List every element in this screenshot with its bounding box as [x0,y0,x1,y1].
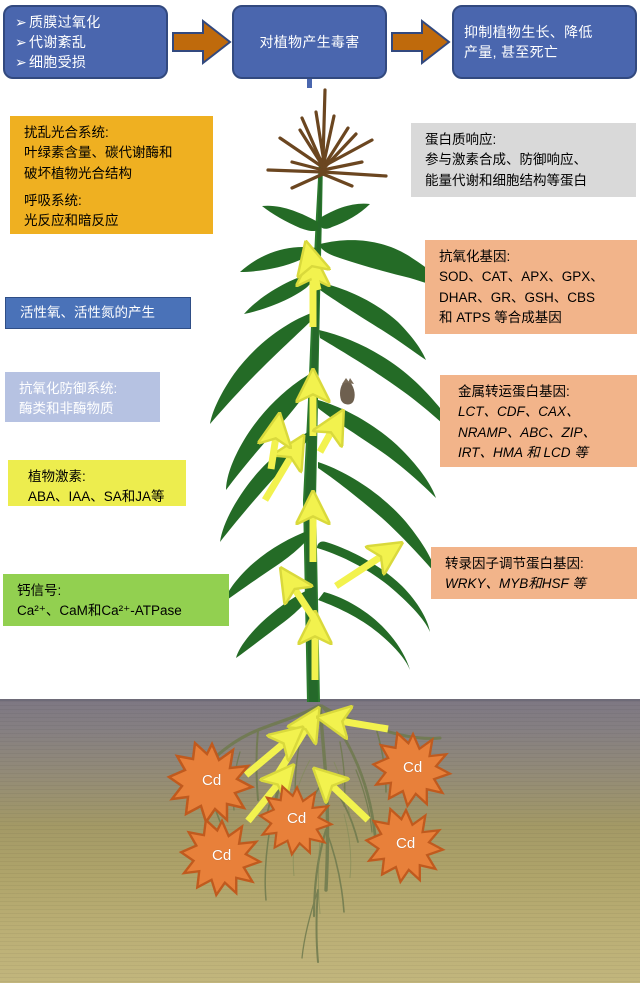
panel-plant-hormones-line-1: ABA、IAA、SA和JA等 [28,489,165,505]
panel-transcription-factor-genes-line-0: WRKY、MYB和HSF 等 [445,576,586,592]
arrow-leaf-mid-right [334,552,388,589]
panel-photosynthesis: 扰乱光合系统: 叶绿素含量、碳代谢酶和 破坏植物光合结构 呼吸系统: 光反应和暗… [10,116,213,234]
panel-protein-response: 蛋白质响应: 参与激素合成、防御响应、 能量代谢和细胞结构等蛋白 [411,123,636,197]
flow-box-toxicity: 对植物产生毒害 [232,5,387,79]
panel-photosynthesis-line-0: 扰乱光合系统: [24,125,109,140]
chevron-arrow-1-icon [172,18,232,66]
flow-box-growth-inhibition-line-1: 产量, 甚至死亡 [464,44,559,60]
arrow-leaf-upper-left [310,258,318,291]
arrow-leaf-left-2 [271,430,277,470]
soil-region [0,701,640,983]
panel-antioxidant-genes-line-1: SOD、CAT、APX、GPX、 [439,269,604,285]
panel-transcription-factor-genes-heading: 转录因子调节蛋白基因: [445,556,584,571]
panel-metal-transporter-genes-line-2: IRT、HMA 和 LCD 等 [458,444,588,460]
flow-box-growth-inhibition: 抑制植物生长、降低 产量, 甚至死亡 [452,5,637,79]
flow-box-damage-item-2: ➢细胞受损 [15,52,156,72]
panel-plant-hormones: 植物激素: ABA、IAA、SA和JA等 [8,460,186,506]
flow-connector-tick [307,79,312,88]
panel-antioxidant-defense: 抗氧化防御系统: 酶类和非酶物质 [5,372,160,422]
panel-metal-transporter-genes-line-0: LCT、CDF、CAX、 [458,404,580,420]
panel-metal-transporter-genes: 金属转运蛋白基因: LCT、CDF、CAX、 NRAMP、ABC、ZIP、 IR… [440,375,637,467]
plant-leaves-low [224,530,430,670]
panel-protein-response-line-1: 参与激素合成、防御响应、 [425,152,587,168]
panel-antioxidant-defense-line-1: 酶类和非酶物质 [19,401,114,417]
flow-box-toxicity-label: 对植物产生毒害 [259,33,360,50]
panel-protein-response-line-0: 蛋白质响应: [425,132,497,147]
tassel [266,88,388,190]
plant-leaves-mid [210,312,462,574]
flow-box-growth-inhibition-line-0: 抑制植物生长、降低 [464,23,593,40]
panel-ros-production: 活性氧、活性氮的产生 [5,297,191,329]
panel-transcription-factor-genes: 转录因子调节蛋白基因: WRKY、MYB和HSF 等 [431,547,637,599]
panel-photosynthesis-line-2: 破坏植物光合结构 [24,165,132,181]
arrow-leaf-right-upper [320,425,335,454]
plant-stem [303,160,323,702]
panel-metal-transporter-genes-heading: 金属转运蛋白基因: [458,384,570,399]
panel-photosynthesis-line-1: 叶绿素含量、碳代谢酶和 [24,145,173,161]
arrow-leaf-lower-left [290,582,318,622]
flow-box-damage-item-1: ➢代谢紊乱 [15,32,156,52]
flow-box-damage: ➢质膜过氧化 ➢代谢紊乱 ➢细胞受损 [3,5,168,79]
panel-respiration-line-0: 呼吸系统: [24,192,82,208]
panel-antioxidant-genes-line-3: 和 ATPS 等合成基因 [439,309,562,325]
panel-antioxidant-genes-line-0: 抗氧化基因: [439,249,511,264]
arrow-leaf-mid-left [261,450,295,502]
panel-protein-response-line-2: 能量代谢和细胞结构等蛋白 [425,172,587,188]
panel-plant-hormones-line-0: 植物激素: [28,469,86,484]
panel-metal-transporter-genes-line-1: NRAMP、ABC、ZIP、 [458,424,597,440]
panel-calcium-signal-line-0: 钙信号: [17,583,62,598]
bullet-icon: ➢ [15,13,28,30]
panel-calcium-signal-line-1: Ca²⁺、CaM和Ca²⁺-ATPase [17,603,182,619]
panel-respiration-line-1: 光反应和暗反应 [24,213,119,228]
plant-leaves-upper [240,203,452,360]
chevron-arrow-2-icon [391,18,451,66]
panel-antioxidant-genes: 抗氧化基因: SOD、CAT、APX、GPX、 DHAR、GR、GSH、CBS … [425,240,637,334]
bullet-icon: ➢ [15,54,28,71]
panel-calcium-signal: 钙信号: Ca²⁺、CaM和Ca²⁺-ATPase [3,574,229,626]
flow-box-damage-item-0: ➢质膜过氧化 [15,12,156,32]
panel-antioxidant-genes-line-2: DHAR、GR、GSH、CBS [439,289,596,305]
panel-ros-production-label: 活性氧、活性氮的产生 [20,304,155,320]
bullet-icon: ➢ [15,33,28,50]
corn-ear [340,378,355,405]
panel-antioxidant-defense-line-0: 抗氧化防御系统: [19,381,118,396]
